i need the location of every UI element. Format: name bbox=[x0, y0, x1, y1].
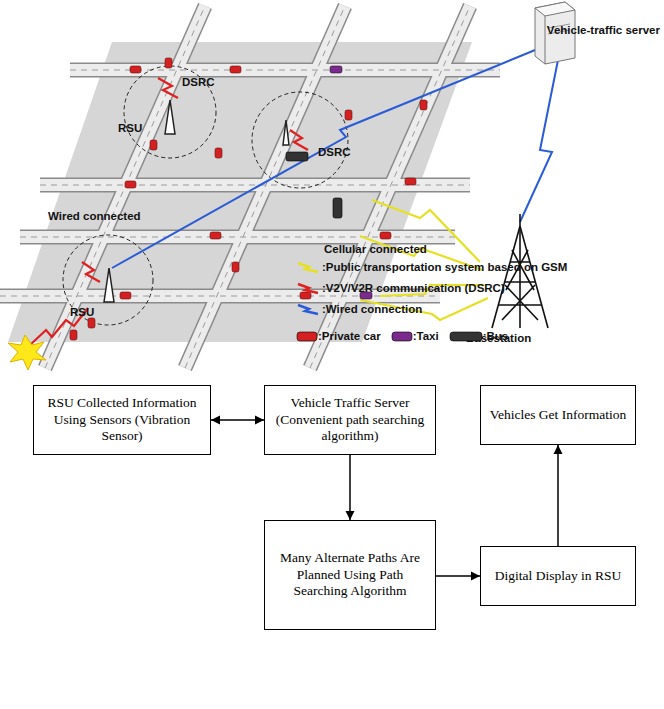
legend-sample bbox=[296, 329, 318, 343]
process-box: Many Alternate Paths Are Planned Using P… bbox=[264, 520, 436, 630]
illustration-label: DSRC bbox=[318, 146, 351, 159]
legend-text: :Wired connection bbox=[322, 303, 422, 315]
flow-arrow bbox=[346, 455, 355, 520]
flow-arrow bbox=[554, 445, 563, 546]
process-box: RSU Collected Information Using Sensors … bbox=[33, 385, 211, 455]
roads bbox=[0, 6, 500, 368]
legend-entry: :Public transportation system based on G… bbox=[296, 256, 567, 277]
legend-sample bbox=[391, 329, 413, 343]
legend-entry: :V2V/V2R communication (DSRC) bbox=[296, 277, 567, 298]
rsu-antenna bbox=[104, 100, 289, 302]
traffic-illustration bbox=[0, 0, 664, 380]
dsrc-signal bbox=[30, 78, 308, 345]
box-text: Vehicle Traffic Server (Convenient path … bbox=[273, 395, 427, 444]
legend-text: :Public transportation system based on G… bbox=[322, 261, 567, 273]
legend: :Public transportation system based on G… bbox=[296, 256, 567, 346]
legend-sample bbox=[296, 260, 322, 274]
illustration-label: DSRC bbox=[182, 76, 215, 89]
legend-entry: :Wired connection bbox=[296, 298, 567, 319]
legend-text: :Bus bbox=[483, 330, 509, 342]
private-cars bbox=[70, 58, 427, 340]
legend-entry: :Bus bbox=[449, 329, 509, 343]
rsu-range bbox=[63, 66, 348, 325]
legend-sample bbox=[296, 302, 322, 316]
legend-entry: :Taxi bbox=[391, 329, 439, 343]
illustration-label: Wired connected bbox=[48, 210, 141, 223]
legend-text: :Taxi bbox=[413, 330, 439, 342]
legend-row: :Private car :Taxi :Bus bbox=[296, 325, 567, 346]
illustration-label: RSU bbox=[118, 122, 142, 135]
legend-sample bbox=[296, 281, 322, 295]
buses bbox=[286, 152, 342, 218]
accident-burst bbox=[8, 335, 46, 370]
illustration-label: Cellular connected bbox=[324, 243, 427, 256]
legend-sample bbox=[449, 329, 483, 343]
flow-arrow bbox=[436, 572, 480, 581]
process-box: Vehicle Traffic Server (Convenient path … bbox=[264, 385, 436, 455]
legend-entry: :Private car bbox=[296, 329, 381, 343]
box-text: Digital Display in RSU bbox=[495, 568, 621, 584]
box-text: RSU Collected Information Using Sensors … bbox=[42, 395, 202, 444]
box-text: Vehicles Get Information bbox=[490, 407, 626, 423]
illustration-label: RSU bbox=[70, 306, 94, 319]
legend-text: :Private car bbox=[318, 330, 381, 342]
flow-arrow bbox=[211, 416, 264, 425]
box-text: Many Alternate Paths Are Planned Using P… bbox=[273, 550, 427, 599]
process-box: Vehicles Get Information bbox=[480, 385, 636, 445]
legend-text: :V2V/V2R communication (DSRC) bbox=[322, 282, 505, 294]
gsm-links bbox=[360, 200, 488, 320]
illustration-label: Vehicle-traffic server bbox=[547, 24, 660, 37]
wired-connection bbox=[112, 48, 558, 268]
process-box: Digital Display in RSU bbox=[480, 546, 636, 606]
